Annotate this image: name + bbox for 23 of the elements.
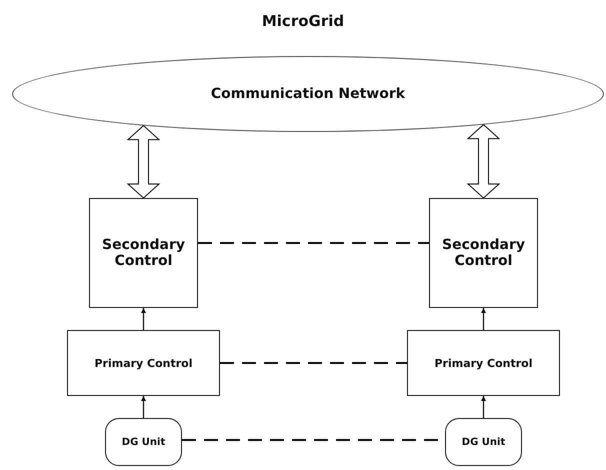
dashed-line — [220, 362, 407, 364]
node-label: DG Unit — [122, 436, 166, 448]
arrow — [481, 396, 486, 418]
node-label: Primary Control — [94, 356, 193, 370]
control-box — [89, 198, 198, 308]
arrow — [141, 308, 146, 330]
control-box — [429, 198, 538, 308]
dashed-line — [198, 242, 429, 244]
node-label: Secondary Control — [101, 237, 186, 269]
unit-rounded-box — [105, 418, 182, 466]
control-box — [67, 330, 220, 396]
arrow — [481, 308, 486, 330]
unit-rounded-box — [445, 418, 522, 466]
diagram-title: MicroGrid — [260, 12, 346, 30]
arrow — [141, 396, 146, 418]
block-double-arrow — [466, 124, 500, 199]
node-label: Primary Control — [434, 356, 533, 370]
node-label: Secondary Control — [441, 237, 526, 269]
block-double-arrow — [126, 124, 160, 199]
network-ellipse — [12, 56, 604, 132]
node-label: DG Unit — [462, 436, 506, 448]
node-label: Communication Network — [210, 86, 406, 102]
control-box — [407, 330, 560, 396]
